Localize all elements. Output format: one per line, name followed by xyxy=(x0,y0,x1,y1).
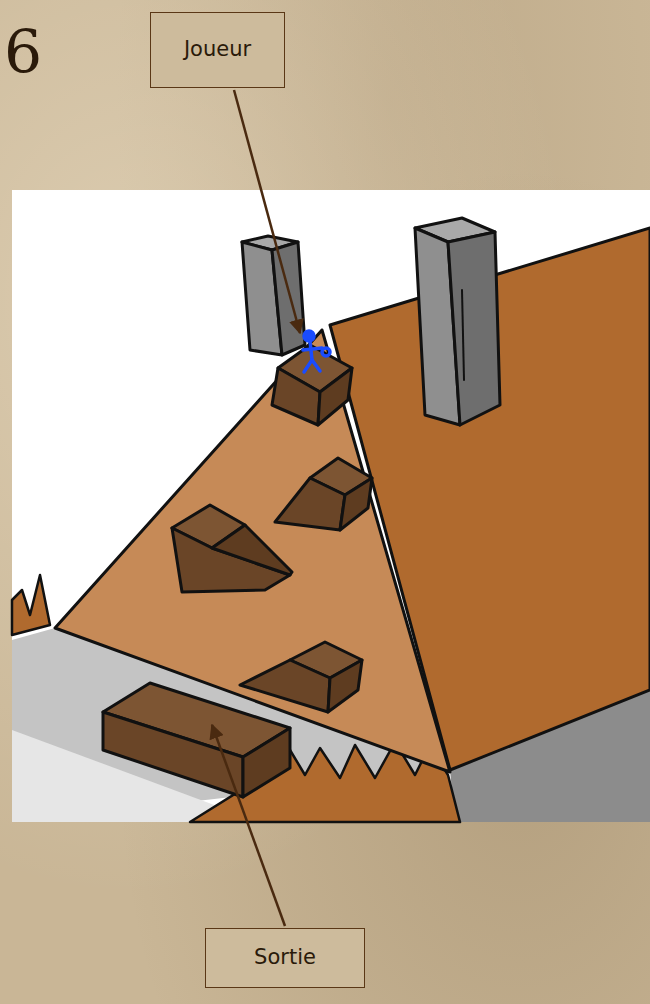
callout-text: Joueur xyxy=(184,37,251,62)
leader-line xyxy=(212,725,285,926)
player-figure xyxy=(303,331,330,372)
callout-text: Sortie xyxy=(254,945,316,970)
slide-number: 6 xyxy=(4,22,42,82)
callout-box: Joueur xyxy=(150,12,285,88)
leader-line xyxy=(234,90,300,333)
leader-lines xyxy=(212,90,300,926)
callout-box: Sortie xyxy=(205,928,365,988)
illustration xyxy=(12,190,650,822)
